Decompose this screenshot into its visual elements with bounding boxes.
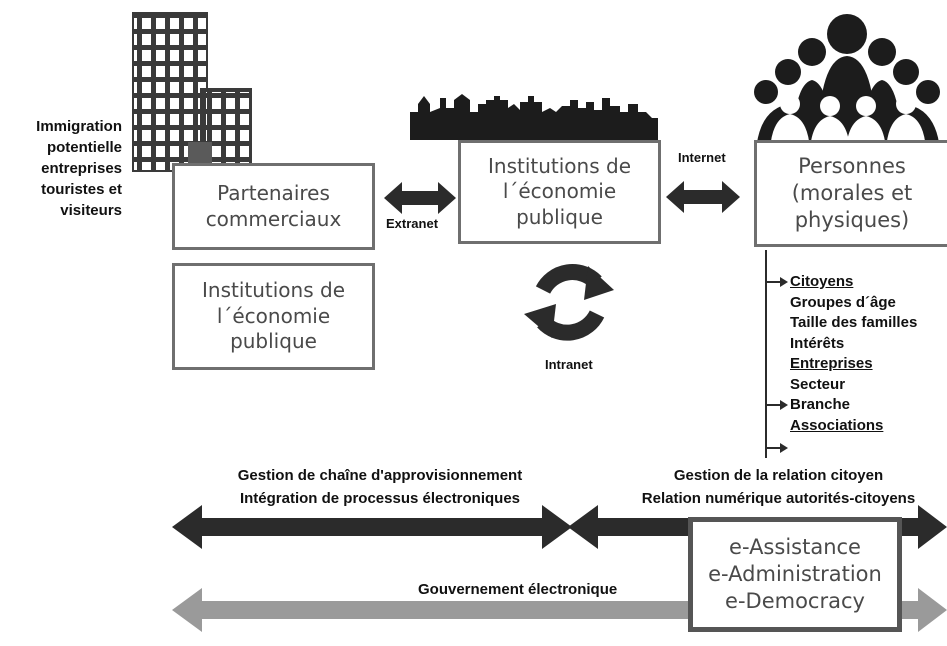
partners-line: commerciaux [205,206,342,231]
people-group-icon [754,14,940,150]
partners-line: Partenaires [217,180,330,205]
crm-labels: Gestion de la relation citoyen Relation … [610,464,947,510]
list-item: Intérêts [790,334,845,352]
extranet-double-arrow [384,182,456,214]
e-service-line: e-Administration [708,562,882,587]
left-label: touristes et [41,181,122,198]
institutions-line: Institutions de [202,278,345,303]
persons-line: physiques) [794,207,910,232]
list-item-entreprises: Entreprises [790,355,873,372]
institutions-line: publique [516,204,603,229]
intranet-label: Intranet [545,357,593,372]
left-labels: Immigration potentielle entreprises tour… [8,116,122,221]
list-item: Groupes d´âge [790,293,896,311]
scm-line: Intégration de processus électroniques [239,490,521,507]
persons-line: (morales et [791,181,913,206]
partners-box: Partenaires commerciaux [172,163,375,250]
e-service-line: e-Democracy [725,588,865,613]
crm-line: Relation numérique autorités-citoyens [641,490,916,507]
egov-label: Gouvernement électronique [418,581,618,598]
persons-box: Personnes (morales et physiques) [754,140,947,247]
persons-line: Personnes [798,154,906,179]
list-item: Taille des familles [790,314,918,331]
list-item: Branche [790,396,851,413]
persons-list-connector [765,250,788,458]
left-label: potentielle [46,139,122,156]
scm-line: Gestion de chaîne d'approvisionnement [237,467,523,484]
scm-labels: Gestion de chaîne d'approvisionnement In… [210,464,550,510]
list-item-associations: Associations [790,416,884,434]
institutions-left-box: Institutions de l´économie publique [172,263,375,370]
e-services-box: e-Assistance e-Administration e-Democrac… [688,517,902,632]
scm-double-arrow [172,505,572,549]
list-item-citoyens: Citoyens [790,273,854,290]
institutions-line: publique [230,329,317,354]
persons-list: Citoyens Groupes d´âge Taille des famill… [790,272,917,436]
institutions-center-box: Institutions de l´économie publique [458,140,661,244]
institutions-line: l´économie [502,179,617,204]
institutions-line: l´économie [216,303,331,328]
institutions-line: Institutions de [488,153,631,178]
city-skyline-icon [410,94,658,140]
egov-double-arrow [172,588,947,632]
office-building-icon [132,12,252,172]
extranet-label: Extranet [386,216,439,231]
crm-line: Gestion de la relation citoyen [673,467,884,484]
left-label: entreprises [41,160,122,177]
internet-label: Internet [678,150,726,165]
list-item: Secteur [790,375,846,393]
internet-double-arrow [666,181,740,213]
left-label: Immigration [36,118,122,135]
e-service-line: e-Assistance [729,535,861,560]
left-label: visiteurs [60,202,122,219]
